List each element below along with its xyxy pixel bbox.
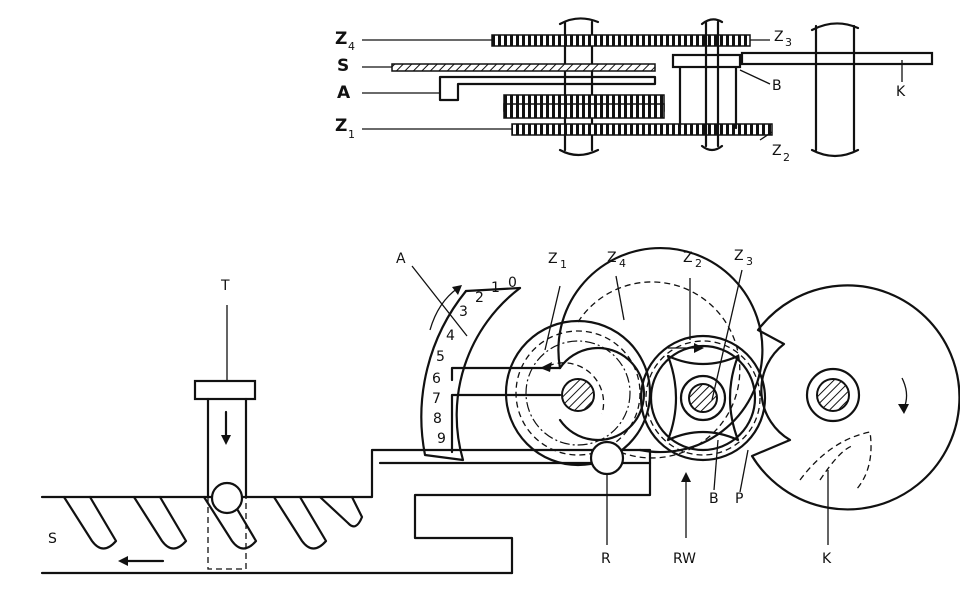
label-a-side: A (396, 251, 406, 267)
z2-leader (759, 131, 773, 141)
key-t-ball (210, 481, 244, 515)
z1-rotation-arrow-head (540, 362, 552, 372)
dial-digit-3: 3 (459, 304, 468, 320)
arm-a-section (438, 75, 657, 102)
carrier-b-star (666, 354, 740, 442)
gear-z2-outline (639, 334, 767, 462)
gear-z1-pitch (515, 330, 641, 456)
b-leader-side (713, 439, 719, 491)
lever-r-roller (589, 440, 625, 476)
label-k: K (896, 84, 906, 100)
dial-digit-9: 9 (437, 431, 446, 447)
second-shaft (704, 20, 720, 148)
label-z4-side-sub: 4 (619, 257, 626, 270)
dial-digit-6: 6 (432, 371, 441, 387)
gear-z4-section (491, 34, 751, 47)
gear-z1-outline (504, 319, 652, 467)
z3-leader-side (711, 269, 743, 401)
label-p: P (735, 491, 743, 507)
gear-z4-pitch (577, 281, 741, 459)
disc-k-outline (750, 284, 960, 511)
label-z2-sub: 2 (783, 151, 790, 164)
label-b-side: B (709, 491, 719, 507)
main-shaft-section (561, 378, 595, 412)
k-shaft (814, 24, 856, 152)
label-z3-side-sub: 3 (746, 255, 753, 268)
dial-digit-2: 2 (475, 290, 484, 306)
label-s-side: S (48, 531, 57, 547)
label-b: B (772, 78, 782, 94)
slot-1 (62, 495, 118, 550)
gear-z1-inner-ring (525, 340, 631, 446)
label-s: S (337, 56, 349, 76)
dial-digit-5: 5 (436, 349, 445, 365)
label-a: A (337, 83, 351, 103)
side-view: 0 1 2 3 4 5 6 7 8 9 (40, 246, 960, 575)
slide-arrow-head (118, 556, 128, 566)
dial-digit-0: 0 (508, 275, 517, 291)
label-z2-side: Z (683, 250, 693, 266)
label-z4-side: Z (607, 250, 617, 266)
k-shaft-section (816, 378, 850, 412)
z1-leader-side (544, 285, 561, 351)
slot-4 (272, 495, 328, 550)
dial-digit-4: 4 (446, 328, 455, 344)
b-leader (739, 69, 771, 85)
dial-scale-top (464, 286, 522, 293)
gear-stack-lower (503, 103, 665, 119)
disc-k-section (740, 51, 934, 66)
label-t: T (220, 278, 230, 294)
k-rotation-arrow-head (898, 404, 909, 414)
label-z1: Z (335, 116, 347, 136)
plate-s-section (391, 63, 656, 72)
disc-k-hidden-cam (799, 431, 872, 491)
z2-arrow-head (694, 343, 704, 353)
gear-z2-inner (649, 344, 757, 452)
hub-cam (558, 346, 646, 442)
label-z1-side: Z (548, 251, 558, 267)
key-t-head (193, 379, 257, 401)
label-z1-side-sub: 1 (560, 258, 567, 271)
gear-z1-section (511, 123, 773, 136)
slide-s-outline (40, 448, 652, 575)
gear-z4-outline (557, 246, 764, 454)
k-shaft-breaks (810, 22, 860, 158)
gear-z2-pitch (645, 340, 761, 456)
label-z3-side: Z (734, 248, 744, 264)
k-rotation-arrow (901, 377, 908, 409)
label-rw: RW (673, 551, 696, 567)
a-leader-side (411, 265, 468, 337)
dial-digit-1: 1 (491, 280, 500, 296)
hub-rotation-path (547, 362, 605, 415)
dial-scale-arc (420, 286, 522, 462)
dial-digit-8: 8 (433, 411, 442, 427)
dial-digit-7: 7 (432, 391, 441, 407)
label-z4-sub: 4 (348, 40, 355, 53)
label-z4: Z (335, 29, 347, 49)
label-z2: Z (772, 143, 782, 159)
top-view: Z 4 S A Z 1 Z 3 B K Z 2 (335, 17, 934, 164)
label-z1-sub: 1 (348, 128, 355, 141)
key-t-arrow-head (221, 435, 231, 445)
key-t-hidden (207, 497, 247, 570)
rw-arrow-head (681, 472, 691, 482)
dial-rotation-arrow-head (452, 285, 462, 295)
slot-5 (318, 495, 364, 528)
main-shaft-breaks (558, 17, 600, 157)
z4-leader-side (615, 275, 625, 321)
carrier-b-body (678, 63, 738, 130)
p-leader-side (739, 449, 749, 493)
label-r: R (601, 551, 611, 567)
slot-2 (132, 495, 188, 550)
label-k-side: K (822, 551, 832, 567)
label-z3-sub: 3 (785, 36, 792, 49)
second-shaft-section (688, 383, 718, 413)
label-z2-side-sub: 2 (695, 257, 702, 270)
slot-3 (202, 495, 258, 550)
label-z3: Z (774, 29, 784, 45)
second-shaft-breaks (700, 18, 724, 152)
